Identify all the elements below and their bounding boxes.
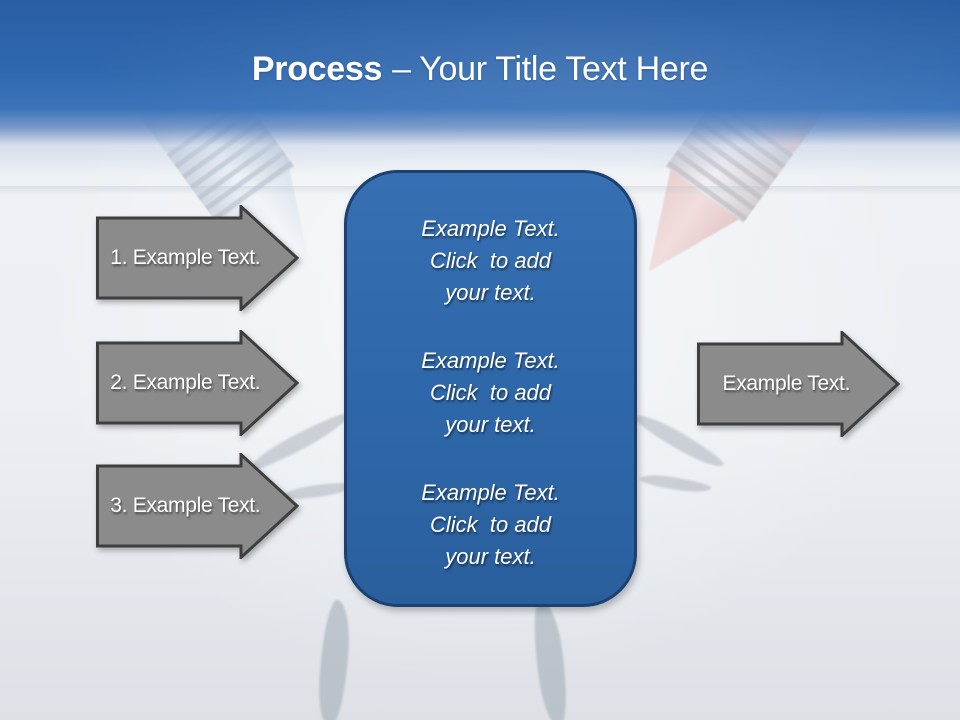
- right-arrow-shape: [96, 205, 299, 311]
- paragraph-line: Example Text.: [421, 216, 560, 241]
- paragraph-line: your text.: [445, 280, 536, 305]
- paragraph-line: your text.: [445, 412, 536, 437]
- title-rest: – Your Title Text Here: [392, 50, 709, 88]
- stick-figure-left-leg: [316, 599, 352, 720]
- process-step-label-2: 2. Example Text.: [110, 371, 261, 394]
- process-step-arrow-1[interactable]: 1. Example Text.: [96, 205, 299, 311]
- right-arrow-shape: [96, 330, 299, 436]
- stick-figure-right-leg: [528, 598, 573, 720]
- paragraph-line: Example Text.: [421, 480, 560, 505]
- result-arrow-label: Example Text.: [722, 372, 851, 395]
- stick-figure-right-hand: [639, 472, 713, 496]
- paragraph-line: Click to add: [429, 380, 552, 405]
- paragraph-line: Example Text.: [421, 348, 560, 373]
- process-step-label-1: 1. Example Text.: [110, 246, 261, 269]
- process-step-arrow-3[interactable]: 3. Example Text.: [96, 453, 299, 559]
- placeholder-paragraph-3[interactable]: Example Text. Click to add your text.: [421, 477, 560, 573]
- process-step-arrow-2[interactable]: 2. Example Text.: [96, 330, 299, 436]
- center-content-box[interactable]: Example Text. Click to add your text. Ex…: [344, 170, 637, 607]
- title-band: Process– Your Title Text Here: [0, 0, 960, 175]
- paragraph-line: Click to add: [429, 512, 552, 537]
- right-arrow-shape: [96, 453, 299, 559]
- result-arrow[interactable]: Example Text.: [697, 331, 900, 437]
- paragraph-line: Click to add: [429, 248, 552, 273]
- right-arrow-shape: [697, 331, 900, 437]
- placeholder-paragraph-1[interactable]: Example Text. Click to add your text.: [421, 213, 560, 309]
- placeholder-paragraph-2[interactable]: Example Text. Click to add your text.: [421, 345, 560, 441]
- process-step-label-3: 3. Example Text.: [110, 494, 261, 517]
- title-emphasis: Process: [251, 50, 383, 88]
- slide-title[interactable]: Process– Your Title Text Here: [0, 50, 960, 89]
- paragraph-line: your text.: [445, 544, 536, 569]
